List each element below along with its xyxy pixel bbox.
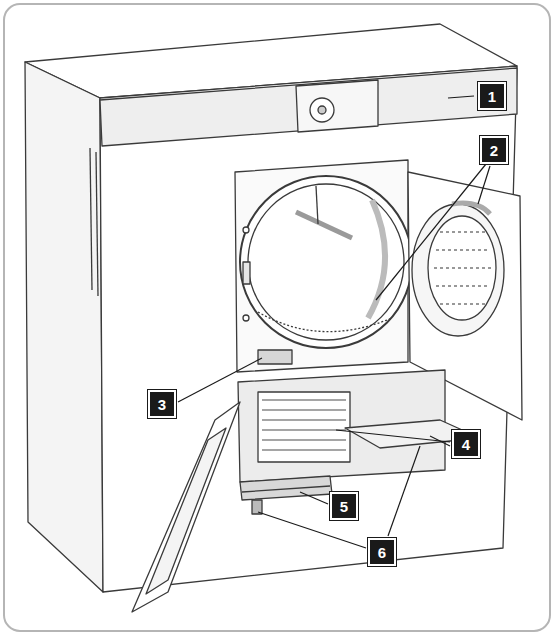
leader-line <box>336 430 450 442</box>
callout-number: 4 <box>462 437 470 452</box>
leader-line <box>448 96 474 98</box>
callout-number: 1 <box>488 89 496 104</box>
locking-levers <box>242 486 330 492</box>
door-filter <box>428 216 496 320</box>
locking-levers <box>240 476 332 500</box>
drum-paddle <box>296 212 352 238</box>
callout-number: 6 <box>378 545 386 560</box>
callout-box: 2 <box>480 136 508 164</box>
kickplate-door-inner <box>146 428 226 594</box>
side-groove <box>96 152 98 296</box>
callout-box: 6 <box>368 538 396 566</box>
callout-box: 1 <box>478 82 506 110</box>
leader-line <box>376 164 486 300</box>
filter-mesh <box>258 312 392 332</box>
door-filter-mesh <box>434 232 492 304</box>
hinge-hole <box>243 315 249 321</box>
front-face <box>100 66 517 592</box>
callout-box: 4 <box>452 430 480 458</box>
rating-plate <box>258 350 292 364</box>
drum <box>248 184 404 340</box>
side-groove <box>90 148 92 290</box>
door-filter-grip <box>452 203 490 214</box>
program-knob <box>310 98 334 122</box>
drum-opening <box>240 176 412 348</box>
kickplate-door <box>132 402 240 612</box>
frame <box>4 4 550 631</box>
door-catch <box>243 262 250 284</box>
leader-line <box>178 358 262 402</box>
heat-exchanger-fins <box>262 400 346 450</box>
callout-number: 3 <box>158 397 166 412</box>
leader-line <box>300 492 328 504</box>
side-face <box>25 62 103 592</box>
door-recess <box>235 160 408 372</box>
drum-rib <box>316 186 318 224</box>
door-window <box>412 204 504 336</box>
callout-box: 5 <box>330 492 358 520</box>
callout-box: 3 <box>148 390 176 418</box>
callout-number: 2 <box>490 143 498 158</box>
drum-filter <box>368 200 385 318</box>
program-knob <box>318 106 326 114</box>
leader-line <box>430 436 450 446</box>
heat-exchanger <box>258 392 350 462</box>
hinge-hole <box>243 227 249 233</box>
leader-line <box>388 446 420 536</box>
callout-number: 5 <box>340 499 348 514</box>
control-panel-centre <box>296 80 378 132</box>
lever <box>252 500 262 514</box>
control-panel <box>100 68 517 146</box>
